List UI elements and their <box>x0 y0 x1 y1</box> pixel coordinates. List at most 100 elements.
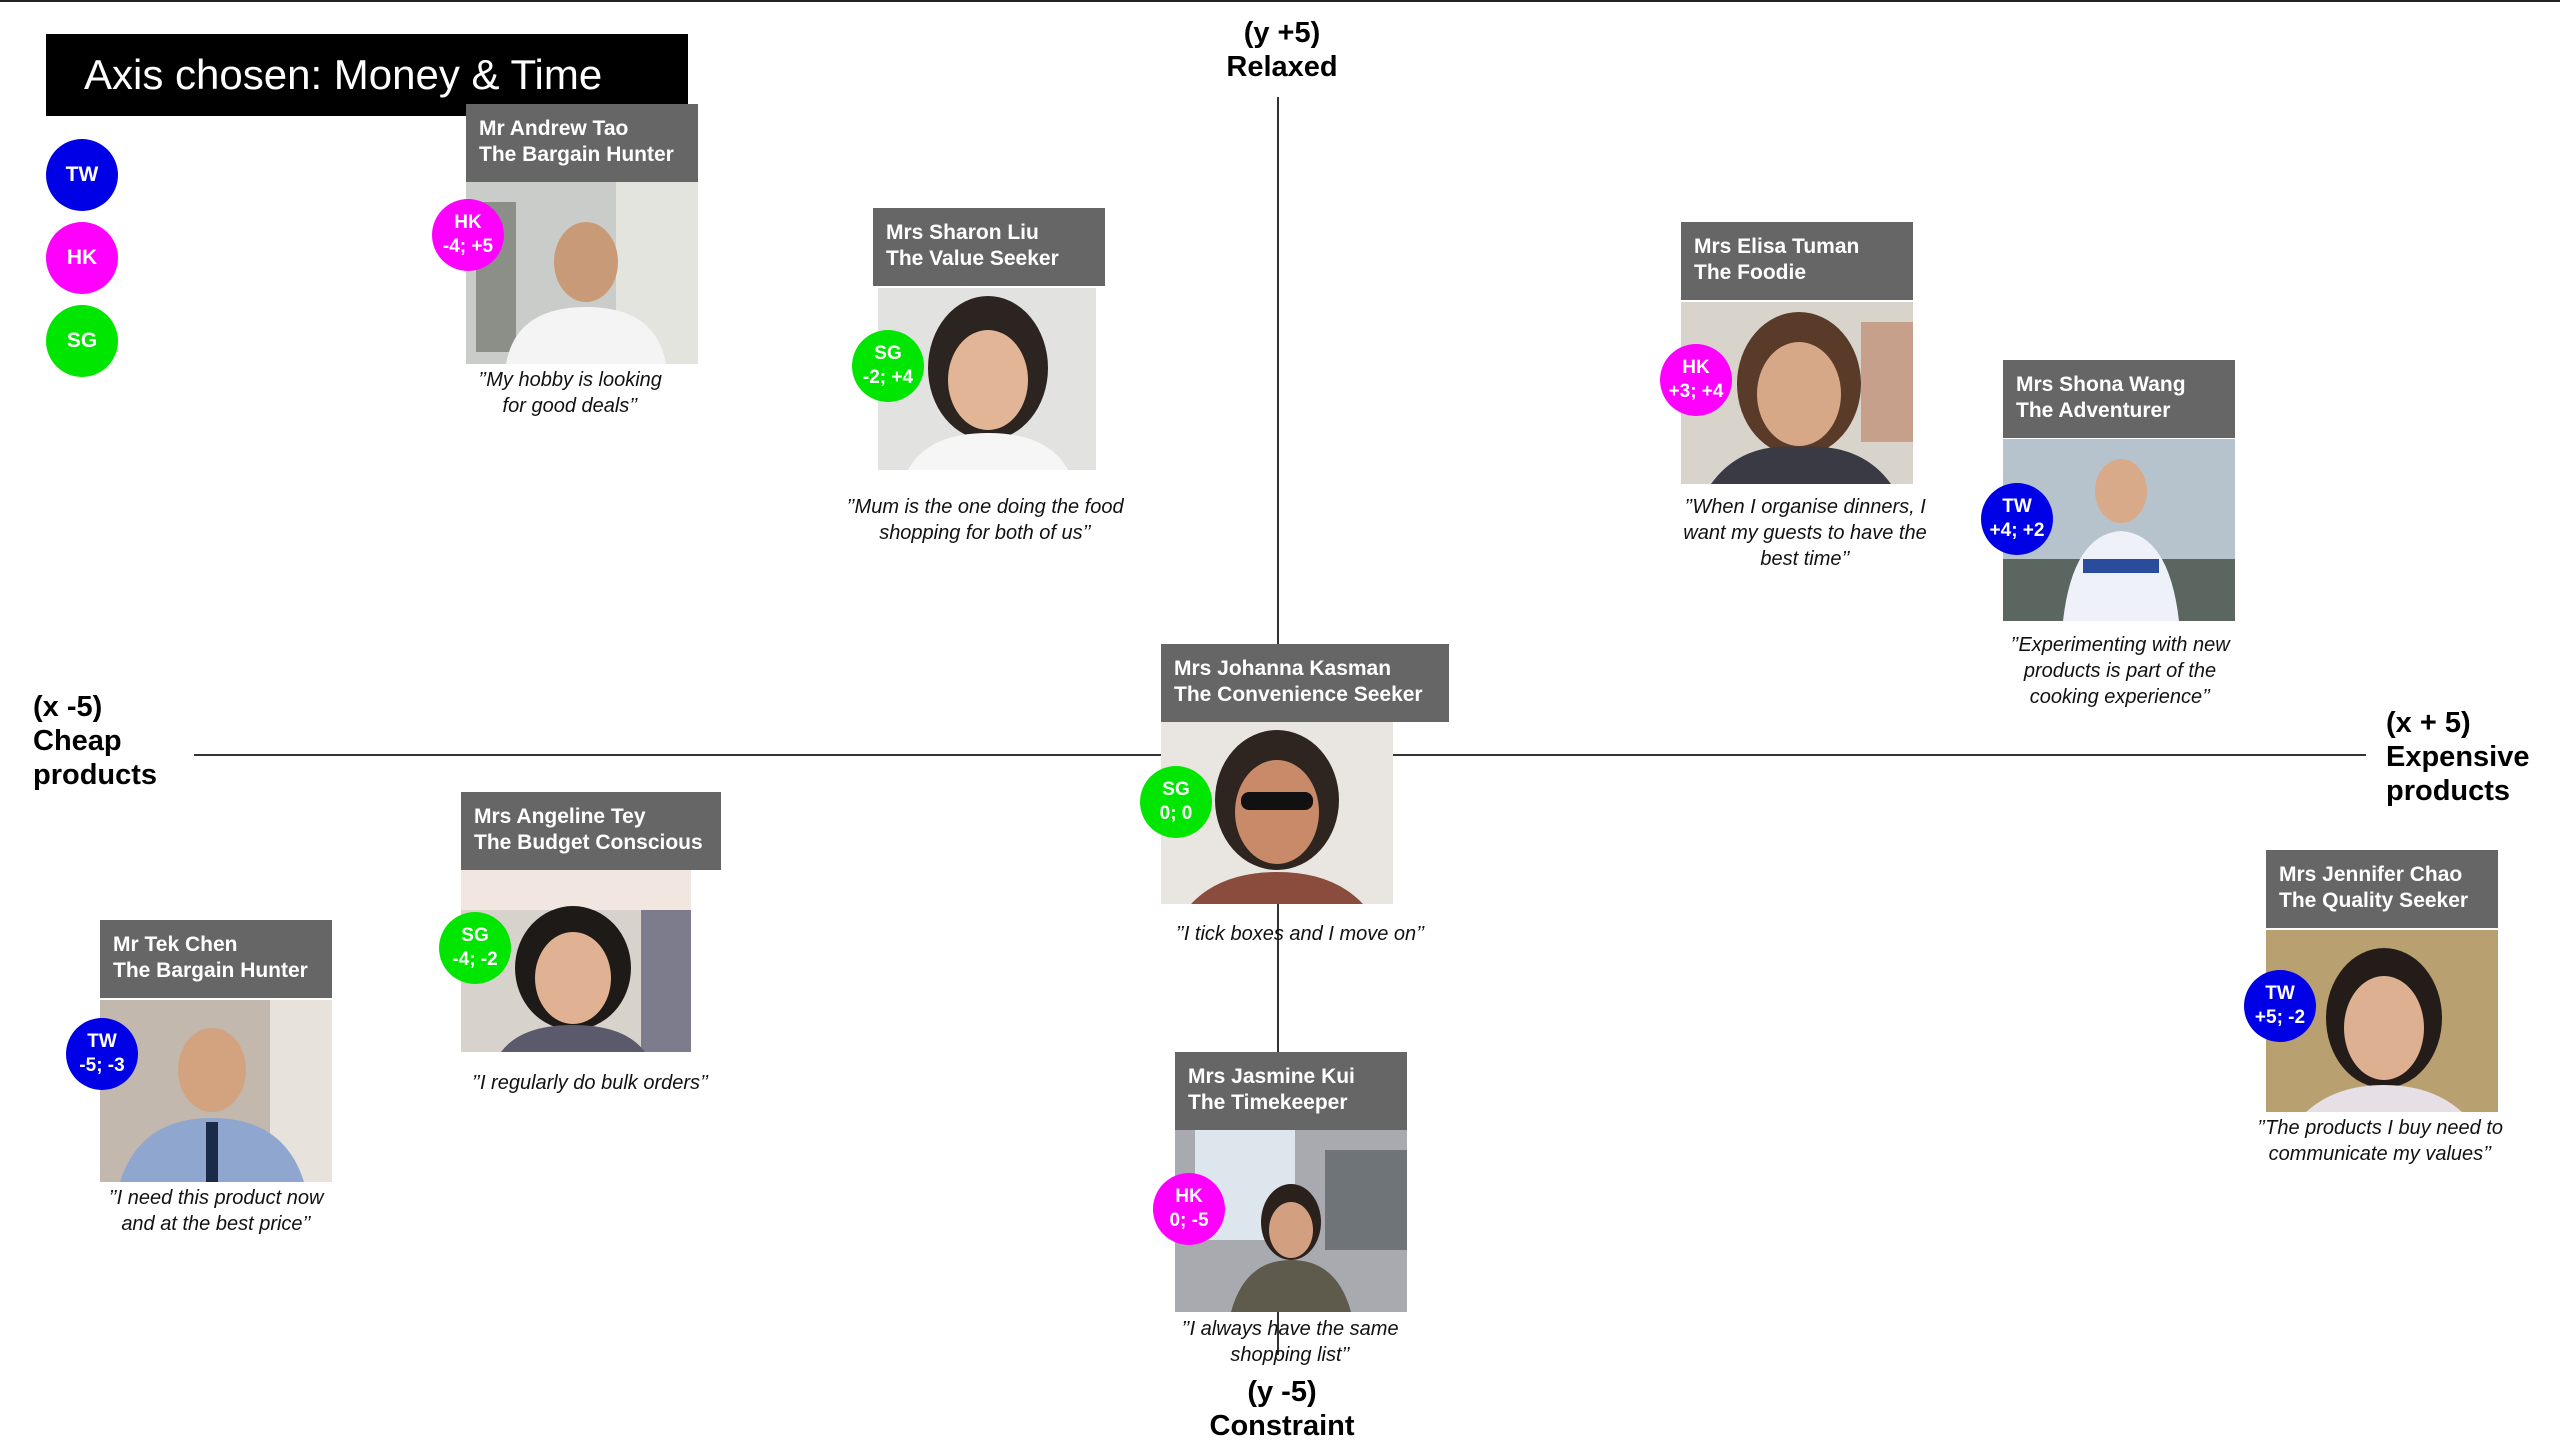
badge-market: SG <box>874 343 902 364</box>
persona-role: The Bargain Hunter <box>113 959 308 982</box>
axis-left-name-2: products <box>33 759 158 791</box>
legend-tw: TW <box>46 139 118 211</box>
persona-photo <box>1681 302 1913 484</box>
axis-right-coord: (x + 5) <box>2386 707 2471 739</box>
persona-header: Mrs Johanna Kasman The Convenience Seeke… <box>1161 644 1449 722</box>
quote-line: for good deals’’ <box>502 395 638 417</box>
axis-top-name: Relaxed <box>1226 51 1338 83</box>
persona-quote: ’’Experimenting with new products is par… <box>1960 632 2280 710</box>
market-badge: TW +5; -2 <box>2244 970 2316 1042</box>
axis-bottom-label: (y -5) Constraint <box>1162 1375 1402 1443</box>
top-rule <box>0 0 2560 2</box>
badge-market: HK <box>454 212 482 233</box>
axis-right-name-1: Expensive <box>2386 741 2530 773</box>
badge-market: HK <box>1682 357 1710 378</box>
axis-left-name-1: Cheap <box>33 725 122 757</box>
persona-photo <box>466 182 698 364</box>
quote-line: and at the best price’’ <box>121 1213 311 1235</box>
badge-coords: +4; +2 <box>1989 520 2045 541</box>
persona-quote: ’’I always have the same shopping list’’ <box>1140 1316 1440 1368</box>
badge-market: SG <box>1162 779 1190 800</box>
persona-quote: ’’I regularly do bulk orders’’ <box>420 1070 760 1096</box>
quote-line: shopping for both of us’’ <box>879 522 1091 544</box>
persona-quote: ’’My hobby is looking for good deals’’ <box>420 367 720 419</box>
badge-coords: 0; -5 <box>1169 1210 1209 1231</box>
market-badge: HK -4; +5 <box>432 199 504 271</box>
quote-line: ’’When I organise dinners, I <box>1684 496 1926 518</box>
persona-quote: ’’Mum is the one doing the food shopping… <box>800 494 1170 546</box>
quote-line: communicate my values’’ <box>2268 1143 2492 1165</box>
axis-right-label: (x + 5) Expensive products <box>2386 706 2556 808</box>
persona-header: Mrs Sharon Liu The Value Seeker <box>873 208 1105 286</box>
quote-line: ’’Mum is the one doing the food <box>846 496 1124 518</box>
axis-bottom-name: Constraint <box>1209 1410 1355 1442</box>
persona-name: Mrs Angeline Tey <box>474 805 646 828</box>
market-badge: TW -5; -3 <box>66 1018 138 1090</box>
badge-coords: +3; +4 <box>1668 381 1724 402</box>
persona-quote: ’’I need this product now and at the bes… <box>60 1185 372 1237</box>
persona-header: Mrs Jennifer Chao The Quality Seeker <box>2266 850 2498 928</box>
persona-header: Mr Tek Chen The Bargain Hunter <box>100 920 332 998</box>
persona-role: The Convenience Seeker <box>1174 683 1423 706</box>
persona-role: The Adventurer <box>2016 399 2171 422</box>
axis-bottom-coord: (y -5) <box>1247 1376 1317 1408</box>
persona-photo <box>1175 1130 1407 1312</box>
quote-line: products is part of the <box>2023 660 2217 682</box>
persona-photo <box>100 1000 332 1182</box>
quote-line: ’’I always have the same <box>1181 1318 1399 1340</box>
quote-line: shopping list’’ <box>1230 1344 1350 1366</box>
persona-name: Mrs Jennifer Chao <box>2279 863 2463 886</box>
market-badge: SG 0; 0 <box>1140 766 1212 838</box>
persona-role: The Foodie <box>1694 261 1806 284</box>
badge-coords: -4; -2 <box>452 949 498 970</box>
axis-right-name-2: products <box>2386 775 2511 807</box>
quote-line: ’’My hobby is looking <box>478 369 662 391</box>
axis-left-label: (x -5) Cheap products <box>33 690 213 792</box>
persona-quote: ’’I tick boxes and I move on’’ <box>1120 921 1480 947</box>
persona-header: Mr Andrew Tao The Bargain Hunter <box>466 104 698 182</box>
persona-header: Mrs Jasmine Kui The Timekeeper <box>1175 1052 1407 1130</box>
market-badge: SG -4; -2 <box>439 912 511 984</box>
legend-sg: SG <box>46 305 118 377</box>
badge-coords: 0; 0 <box>1159 803 1193 824</box>
persona-role: The Budget Conscious <box>474 831 703 854</box>
persona-header: Mrs Elisa Tuman The Foodie <box>1681 222 1913 300</box>
market-badge: HK 0; -5 <box>1153 1173 1225 1245</box>
persona-photo <box>878 288 1096 470</box>
persona-name: Mrs Elisa Tuman <box>1694 235 1860 258</box>
badge-market: TW <box>87 1031 117 1052</box>
badge-market: SG <box>461 925 489 946</box>
market-badge: SG -2; +4 <box>852 330 924 402</box>
quote-line: best time’’ <box>1760 548 1850 570</box>
persona-name: Mrs Sharon Liu <box>886 221 1039 244</box>
persona-name: Mr Tek Chen <box>113 933 238 956</box>
quote-line: ’’I tick boxes and I move on’’ <box>1175 923 1425 945</box>
legend-hk: HK <box>46 222 118 294</box>
persona-role: The Bargain Hunter <box>479 143 674 166</box>
quote-line: want my guests to have the <box>1683 522 1927 544</box>
persona-role: The Timekeeper <box>1188 1091 1348 1114</box>
persona-header: Mrs Shona Wang The Adventurer <box>2003 360 2235 438</box>
persona-name: Mrs Johanna Kasman <box>1174 657 1392 680</box>
axis-top-coord: (y +5) <box>1243 17 1321 49</box>
quote-line: ’’Experimenting with new <box>2010 634 2230 656</box>
badge-coords: -5; -3 <box>79 1055 125 1076</box>
quote-line: cooking experience’’ <box>2029 686 2211 708</box>
page-title: Axis chosen: Money & Time <box>46 34 688 116</box>
persona-name: Mr Andrew Tao <box>479 117 629 140</box>
badge-coords: +5; -2 <box>2254 1007 2306 1028</box>
persona-role: The Value Seeker <box>886 247 1059 270</box>
quote-line: ’’I regularly do bulk orders’’ <box>471 1072 709 1094</box>
axis-left-coord: (x -5) <box>33 691 103 723</box>
badge-coords: -4; +5 <box>442 236 494 257</box>
persona-header: Mrs Angeline Tey The Budget Conscious <box>461 792 721 870</box>
badge-market: TW <box>2265 983 2295 1004</box>
persona-role: The Quality Seeker <box>2279 889 2469 912</box>
persona-quote: ’’When I organise dinners, I want my gue… <box>1640 494 1970 572</box>
persona-name: Mrs Jasmine Kui <box>1188 1065 1355 1088</box>
badge-market: TW <box>2002 496 2032 517</box>
axis-top-label: (y +5) Relaxed <box>1182 16 1382 84</box>
persona-name: Mrs Shona Wang <box>2016 373 2186 396</box>
badge-market: HK <box>1175 1186 1203 1207</box>
quote-line: ’’The products I buy need to <box>2256 1117 2504 1139</box>
